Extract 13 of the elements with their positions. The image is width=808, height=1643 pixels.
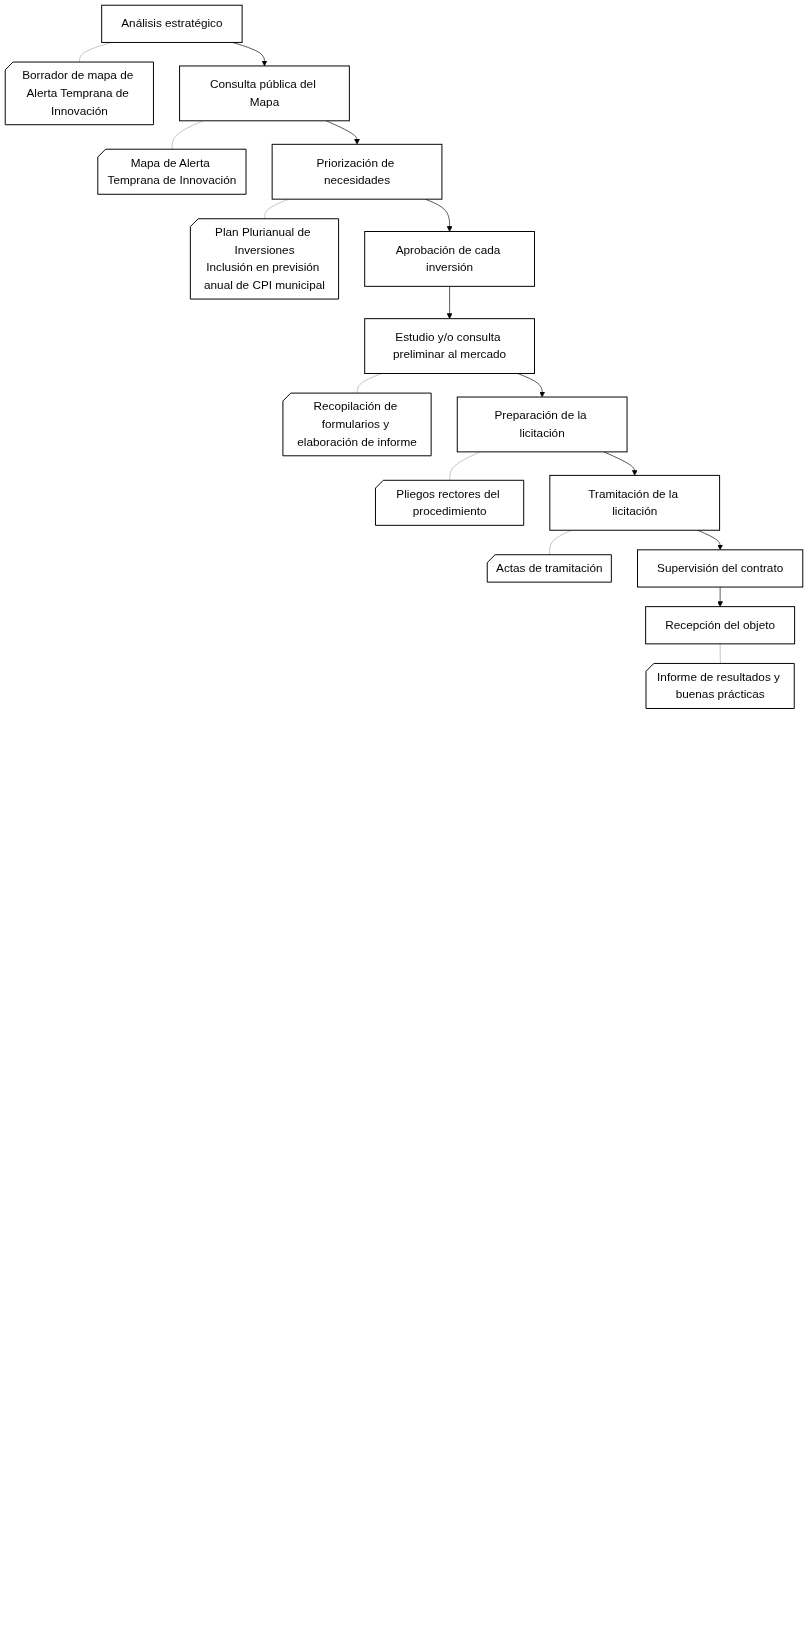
node-box: Supervisión del contrato <box>637 549 804 588</box>
connector <box>449 451 481 481</box>
node-box: Análisis estratégico <box>101 4 243 43</box>
node-box: Consulta pública del Mapa <box>179 65 350 122</box>
node-box: Recepción del objeto <box>645 606 796 645</box>
connector <box>719 643 721 665</box>
node-box: Aprobación de cada inversión <box>364 231 535 287</box>
connector <box>356 373 382 394</box>
node-box: Priorización de necesidades <box>271 143 443 200</box>
node-box: Preparación de la licitación <box>456 396 628 453</box>
connector <box>171 120 204 150</box>
node-box: Estudio y/o consulta preliminar al mercado <box>364 318 535 374</box>
node-box: Tramitación de la licitación <box>549 474 721 531</box>
